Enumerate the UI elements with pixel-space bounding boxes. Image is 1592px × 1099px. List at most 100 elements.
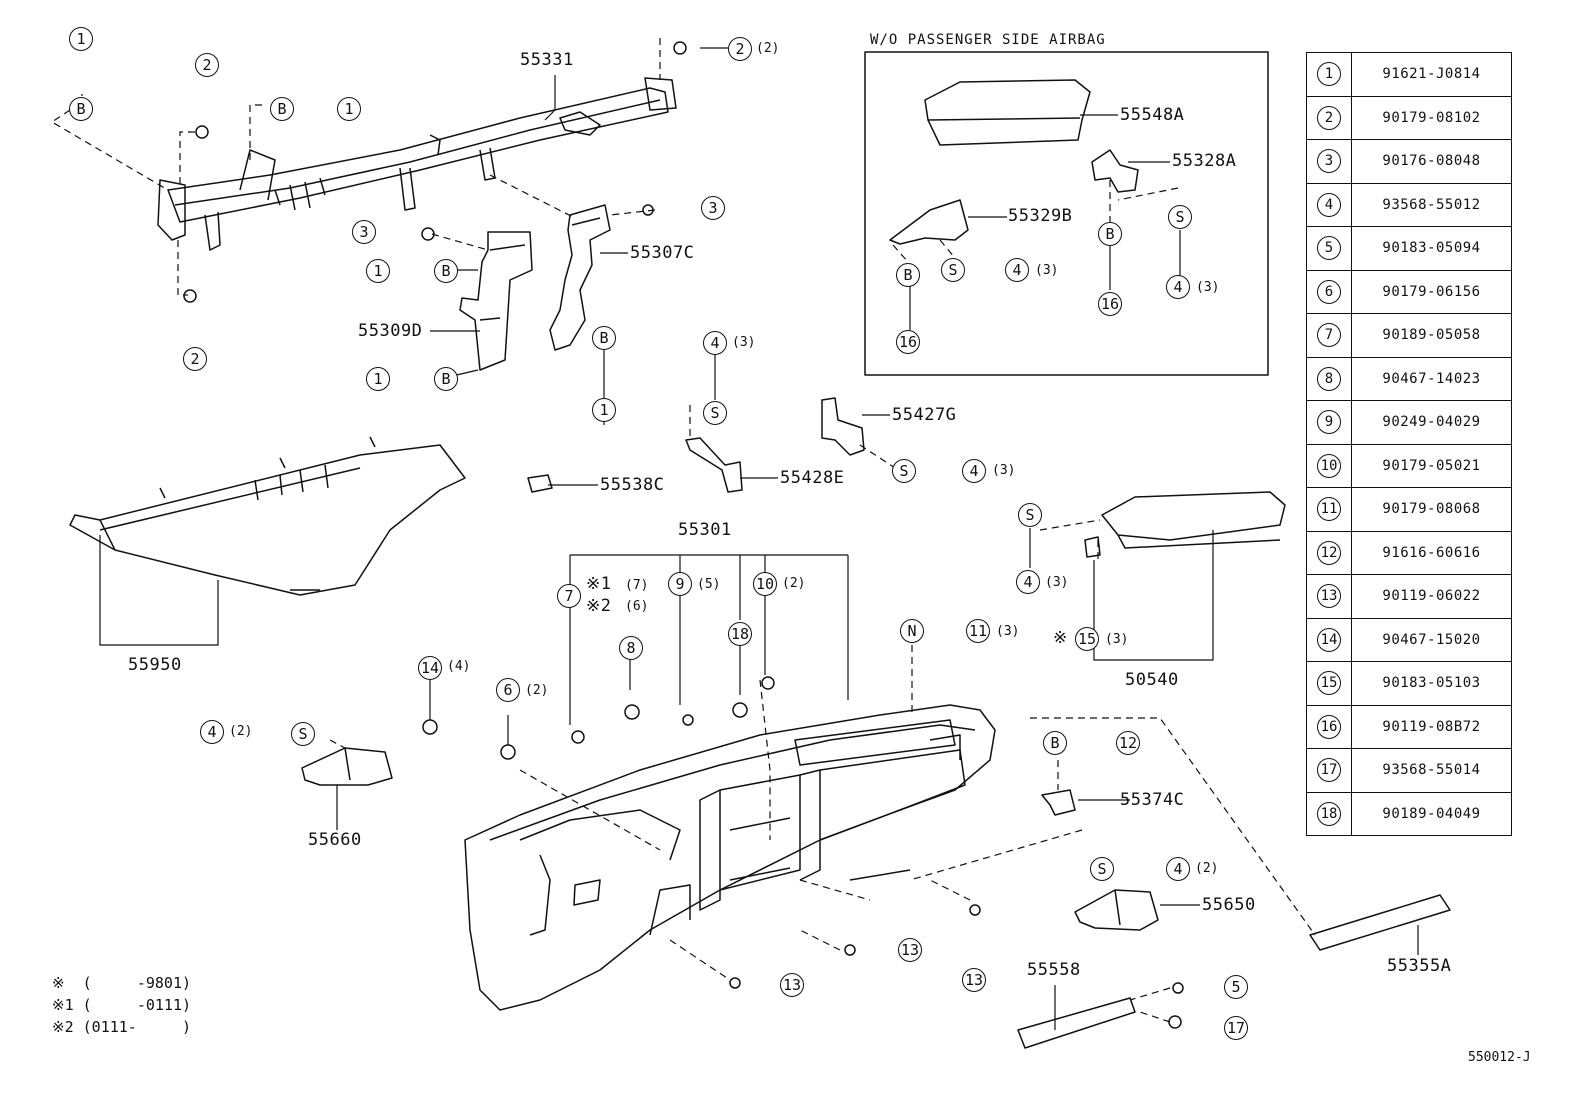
callout-11: 11 bbox=[966, 619, 990, 643]
callout-13: 13 bbox=[898, 938, 922, 962]
table-cell-ref: 12 bbox=[1306, 530, 1352, 575]
qty-2: (2) bbox=[756, 41, 780, 56]
qty-4: (4) bbox=[447, 659, 471, 674]
callout-4: 4 bbox=[1166, 275, 1190, 299]
table-cell-ref: 10 bbox=[1306, 443, 1352, 488]
bracket-55328A bbox=[1091, 149, 1139, 193]
label-55538C: 55538C bbox=[600, 475, 665, 495]
part-number: 90467-15020 bbox=[1351, 617, 1512, 662]
callout-14: 14 bbox=[418, 656, 442, 680]
label-55328A: 55328A bbox=[1172, 151, 1237, 171]
part-number: 90189-05058 bbox=[1351, 313, 1512, 358]
table-cell-ref: 9 bbox=[1306, 400, 1352, 445]
footnote-serial: ※ ( -9801) bbox=[52, 974, 191, 992]
ref-number: 16 bbox=[1317, 714, 1341, 739]
callout-12: 12 bbox=[1116, 731, 1140, 755]
bracket-55309D bbox=[459, 231, 533, 371]
callout-B: B bbox=[434, 367, 458, 391]
part-number: 90119-06022 bbox=[1351, 574, 1512, 619]
label-55558: 55558 bbox=[1027, 960, 1081, 980]
ref-number: 10 bbox=[1317, 453, 1341, 478]
label-55309D: 55309D bbox=[358, 321, 423, 341]
callout-B: B bbox=[1043, 731, 1067, 755]
note-star1: ※1 bbox=[586, 574, 612, 594]
label-55548A: 55548A bbox=[1120, 105, 1185, 125]
table-cell-ref: 7 bbox=[1306, 313, 1352, 358]
callout-B: B bbox=[592, 326, 616, 350]
table-cell-ref: 13 bbox=[1306, 574, 1352, 619]
ref-number: 6 bbox=[1317, 279, 1341, 304]
callout-N: N bbox=[900, 619, 924, 643]
qty-2: (2) bbox=[782, 576, 806, 591]
callout-13: 13 bbox=[962, 968, 986, 992]
part-number: 90249-04029 bbox=[1351, 400, 1512, 445]
table-row: 11 90179-08068 bbox=[1306, 487, 1512, 532]
label-55950: 55950 bbox=[128, 655, 182, 675]
strip-55355A bbox=[1309, 894, 1451, 951]
callout-6: 6 bbox=[496, 678, 520, 702]
callout-4: 4 bbox=[703, 331, 727, 355]
callout-1: 1 bbox=[592, 398, 616, 422]
callout-13: 13 bbox=[780, 973, 804, 997]
qty-3: (3) bbox=[1035, 263, 1059, 278]
qty-3: (3) bbox=[992, 463, 1016, 478]
label-55660: 55660 bbox=[308, 830, 362, 850]
callout-7: 7 bbox=[557, 584, 581, 608]
bracket-55307C bbox=[549, 204, 611, 351]
callout-B: B bbox=[1098, 222, 1122, 246]
part-number: 90179-08102 bbox=[1351, 95, 1512, 140]
inset-frame bbox=[864, 51, 1269, 376]
callout-2: 2 bbox=[183, 347, 207, 371]
label-55301: 55301 bbox=[678, 520, 732, 540]
callout-1: 1 bbox=[337, 97, 361, 121]
part-number: 90189-04049 bbox=[1351, 791, 1512, 836]
reinforcement-beam-55331 bbox=[157, 77, 677, 251]
vent-55650-edge bbox=[1114, 889, 1121, 926]
label-55427G: 55427G bbox=[892, 405, 957, 425]
callout-1: 1 bbox=[366, 259, 390, 283]
ref-number: 17 bbox=[1317, 758, 1341, 783]
callout-3: 3 bbox=[701, 196, 725, 220]
callout-2: 2 bbox=[195, 53, 219, 77]
vent-55660 bbox=[301, 747, 393, 786]
instrument-panel-55301 bbox=[464, 704, 996, 1011]
ref-number: 11 bbox=[1317, 497, 1341, 522]
callout-1: 1 bbox=[69, 27, 93, 51]
footnote-2: ※2 (0111- ) bbox=[52, 1018, 191, 1036]
table-cell-ref: 16 bbox=[1306, 704, 1352, 749]
qty-5: (5) bbox=[697, 577, 721, 592]
part-number: 90179-08068 bbox=[1351, 487, 1512, 532]
table-cell-ref: 17 bbox=[1306, 748, 1352, 793]
callout-S: S bbox=[941, 258, 965, 282]
qty-2: (2) bbox=[525, 683, 549, 698]
callout-S: S bbox=[1168, 205, 1192, 229]
table-cell-ref: 11 bbox=[1306, 487, 1352, 532]
part-number: 91616-60616 bbox=[1351, 530, 1512, 575]
part-number: 90183-05103 bbox=[1351, 661, 1512, 706]
ref-number: 4 bbox=[1317, 192, 1341, 217]
label-55307C: 55307C bbox=[630, 243, 695, 263]
callout-S: S bbox=[1090, 857, 1114, 881]
callout-S: S bbox=[892, 459, 916, 483]
callout-16: 16 bbox=[1098, 292, 1122, 316]
callout-17: 17 bbox=[1224, 1016, 1248, 1040]
qty-3: (3) bbox=[1045, 575, 1069, 590]
callout-S: S bbox=[703, 401, 727, 425]
table-cell-ref: 8 bbox=[1306, 356, 1352, 401]
bracket-55427G bbox=[821, 397, 865, 456]
footnote-1: ※1 ( -0111) bbox=[52, 996, 191, 1014]
label-50540: 50540 bbox=[1125, 670, 1179, 690]
ref-number: 18 bbox=[1317, 801, 1341, 826]
